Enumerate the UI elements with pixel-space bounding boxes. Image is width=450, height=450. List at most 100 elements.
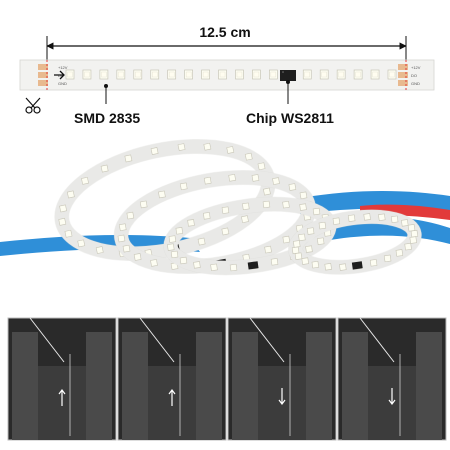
smd-led xyxy=(65,69,75,80)
pad-label-right-2: DO xyxy=(411,73,417,78)
smd-led xyxy=(347,214,356,222)
smd-led xyxy=(336,69,346,80)
smd-led xyxy=(139,200,148,209)
smd-led xyxy=(66,190,75,199)
smd-led xyxy=(298,233,306,242)
animation-frame-panel xyxy=(227,317,337,441)
smd-led xyxy=(235,69,244,80)
smd-led xyxy=(168,235,177,243)
smd-led xyxy=(378,213,386,221)
dimension-label: 12.5 cm xyxy=(199,24,251,40)
smd-led xyxy=(332,217,341,225)
solder-pads-left xyxy=(38,64,48,86)
smd-led xyxy=(407,224,416,232)
smd-led xyxy=(118,223,127,232)
smd-led xyxy=(404,242,412,251)
smd-led xyxy=(197,237,206,246)
callout-led: SMD 2835 xyxy=(74,110,141,126)
smd-led xyxy=(302,69,312,80)
ws2811-chip xyxy=(351,261,363,270)
smd-led xyxy=(305,245,313,253)
smd-led xyxy=(251,174,260,182)
smd-led xyxy=(410,229,419,238)
smd-led xyxy=(150,259,158,267)
reel-loop xyxy=(287,209,423,275)
smd-led xyxy=(363,213,371,221)
smd-led xyxy=(370,69,380,80)
smd-led xyxy=(175,227,184,235)
smd-led xyxy=(150,147,159,156)
smd-led xyxy=(282,235,291,244)
smd-led xyxy=(184,69,193,80)
smd-led xyxy=(390,215,399,224)
smd-led xyxy=(203,142,212,151)
smd-led xyxy=(353,69,363,80)
smd-led xyxy=(221,227,230,236)
smd-led xyxy=(158,190,166,199)
smd-led xyxy=(242,202,250,211)
smd-led xyxy=(179,256,188,265)
smd-led xyxy=(270,258,279,266)
animation-frames xyxy=(7,317,447,441)
arrow-up-icon xyxy=(58,389,66,406)
smd-led xyxy=(409,236,417,244)
smd-led xyxy=(262,187,271,196)
solder-pads-right xyxy=(398,64,408,86)
smd-led xyxy=(312,207,321,216)
smd-led xyxy=(203,176,212,185)
smd-led xyxy=(294,252,303,260)
dimension-line xyxy=(46,36,407,60)
ws2811-chip xyxy=(247,261,259,270)
smd-led xyxy=(221,206,230,214)
smd-led xyxy=(252,69,261,80)
smd-led xyxy=(316,237,325,245)
callout-chip: Chip WS2811 xyxy=(246,110,334,126)
arrow-down-icon xyxy=(278,388,286,405)
smd-led xyxy=(133,253,142,261)
smd-led xyxy=(269,69,278,80)
smd-led xyxy=(306,227,315,235)
smd-led xyxy=(203,212,211,220)
smd-led xyxy=(229,263,238,272)
led-strip-flat: +12V DI GND +12V DO GND xyxy=(19,59,435,92)
smd-led xyxy=(58,217,67,226)
smd-led xyxy=(282,200,290,209)
arrow-right-icon xyxy=(54,70,65,80)
smd-led xyxy=(228,173,236,182)
smd-led xyxy=(318,221,327,230)
led-row xyxy=(65,69,397,80)
smd-led xyxy=(387,69,397,80)
smd-led xyxy=(126,211,135,220)
smd-led xyxy=(401,219,409,227)
smd-led xyxy=(201,69,210,80)
smd-led xyxy=(81,176,89,185)
smd-led xyxy=(241,215,249,224)
smd-led xyxy=(124,154,133,163)
smd-led xyxy=(99,69,109,80)
smd-led xyxy=(177,143,186,152)
pad-label-left-3: GND xyxy=(58,81,67,86)
smd-led xyxy=(95,246,104,254)
smd-led xyxy=(167,243,175,251)
smd-led xyxy=(339,263,347,271)
smd-led xyxy=(100,164,109,173)
smd-led xyxy=(383,254,392,263)
smd-led xyxy=(170,250,179,259)
smd-led xyxy=(77,239,86,248)
smd-led xyxy=(299,203,307,211)
smd-led xyxy=(64,229,73,238)
smd-led xyxy=(122,244,131,253)
smd-led xyxy=(116,69,126,80)
smd-led xyxy=(324,263,332,271)
animation-frame-panel xyxy=(7,317,117,441)
smd-led xyxy=(167,69,177,80)
scissors-icon xyxy=(25,97,41,114)
ws2811-chip xyxy=(280,70,296,81)
smd-led xyxy=(291,246,300,255)
smd-led xyxy=(117,234,126,243)
smd-led xyxy=(369,259,378,267)
smd-led xyxy=(82,69,92,80)
smd-led xyxy=(244,152,253,161)
smd-led xyxy=(262,200,271,209)
